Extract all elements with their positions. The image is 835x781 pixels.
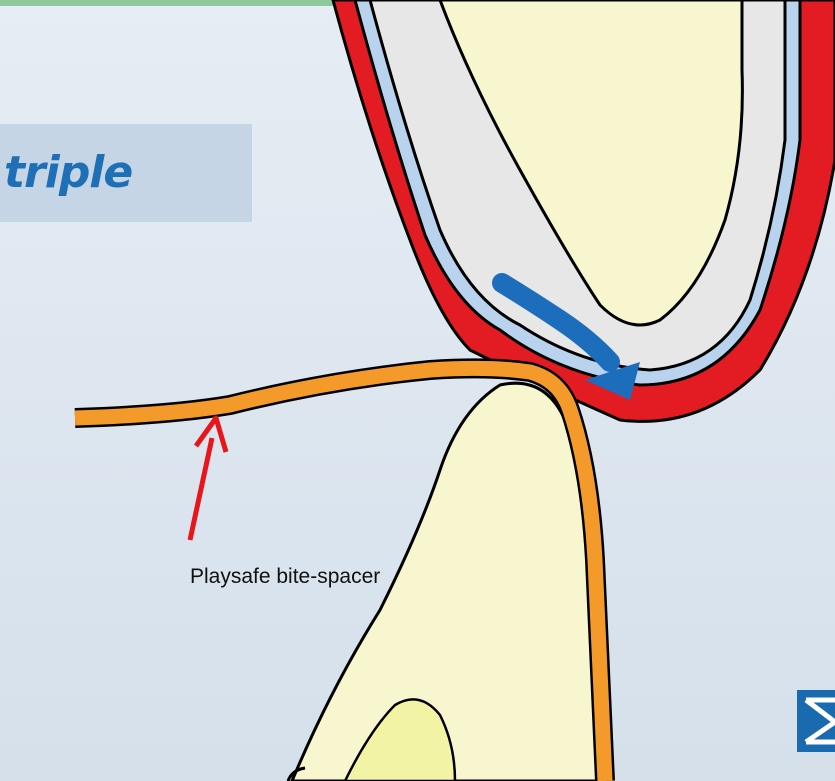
slide-title: triple bbox=[4, 147, 132, 198]
spacer-label: Playsafe bite-spacer bbox=[190, 565, 380, 589]
